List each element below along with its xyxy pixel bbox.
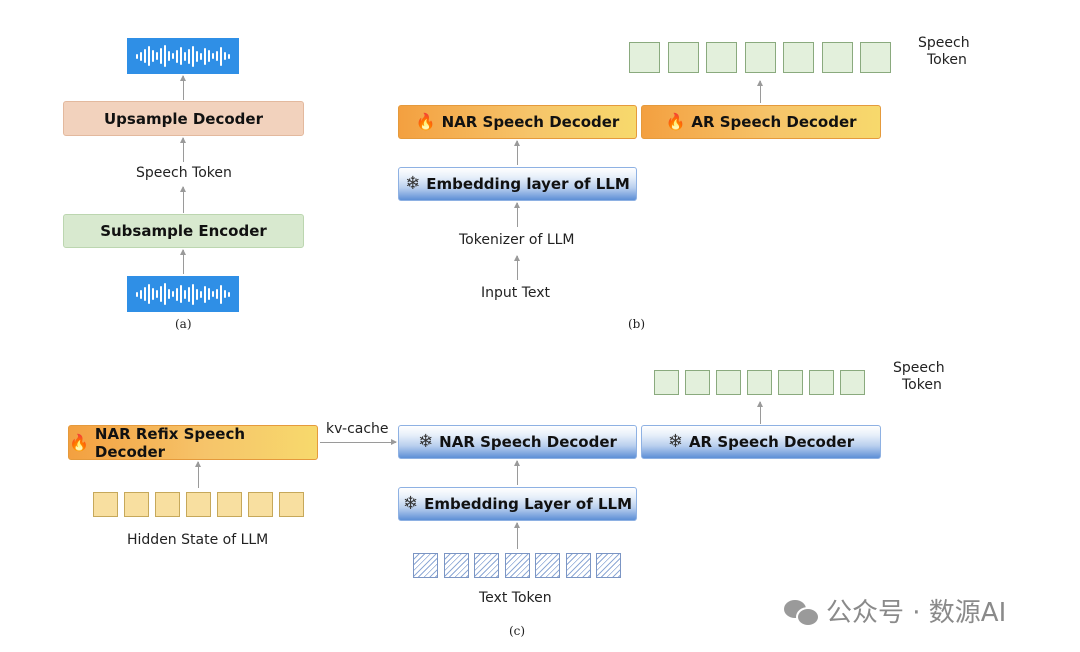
speech-token-label-b-line1: Speech xyxy=(918,35,970,51)
wechat-icon xyxy=(784,598,820,627)
subsample-encoder-label: Subsample Encoder xyxy=(100,222,267,240)
caption-a: (a) xyxy=(175,317,192,331)
hidden-state-cell xyxy=(186,492,211,517)
snowflake-icon: ❄ xyxy=(402,493,419,514)
speech-token-cell xyxy=(716,370,741,395)
hidden-state-cell xyxy=(124,492,149,517)
embedding-layer-label-c: Embedding Layer of LLM xyxy=(424,495,633,513)
embedding-layer-block-c: ❄ Embedding Layer of LLM xyxy=(398,487,637,521)
arrow-c-embedding-to-nar xyxy=(514,460,520,485)
arrow-c-hidden-to-refix xyxy=(195,461,201,488)
arrow-c-kv-cache xyxy=(320,439,397,445)
nar-refix-decoder-block: 🔥 NAR Refix Speech Decoder xyxy=(68,424,318,461)
embedding-layer-label-b: Embedding layer of LLM xyxy=(426,175,630,193)
arrow-a-wave-to-encoder xyxy=(180,249,186,274)
speech-token-cell xyxy=(706,42,737,73)
nar-speech-decoder-label-c: NAR Speech Decoder xyxy=(439,433,617,451)
text-token-cell xyxy=(535,553,560,578)
text-token-cell xyxy=(565,553,591,578)
nar-speech-decoder-block-b: 🔥 NAR Speech Decoder xyxy=(398,105,637,139)
speech-token-label-a: Speech Token xyxy=(136,165,232,181)
speech-token-label-b-line2: Token xyxy=(927,52,967,68)
nar-speech-decoder-label-b: NAR Speech Decoder xyxy=(441,113,620,131)
kv-cache-label: kv-cache xyxy=(326,421,389,437)
hidden-state-cell xyxy=(248,492,273,517)
ar-speech-decoder-block-c: ❄ AR Speech Decoder xyxy=(641,425,881,459)
hidden-state-cell xyxy=(217,492,242,517)
text-token-cell xyxy=(596,553,621,578)
speech-token-label-c-line2: Token xyxy=(902,377,942,393)
text-token-cell xyxy=(504,553,530,578)
waveform-icon-bottom xyxy=(127,276,239,312)
ar-speech-decoder-label-c: AR Speech Decoder xyxy=(688,433,855,451)
arrow-b-tokenizer-to-embedding xyxy=(514,202,520,227)
subsample-encoder-block: Subsample Encoder xyxy=(63,214,304,248)
hidden-state-cell xyxy=(279,492,304,517)
watermark-text: 公众号 · 数源AI xyxy=(826,598,1007,628)
speech-token-cell xyxy=(654,370,679,395)
text-token-cell xyxy=(413,553,438,578)
text-token-cell xyxy=(474,553,499,578)
hidden-state-cell xyxy=(155,492,180,517)
tokenizer-label-b: Tokenizer of LLM xyxy=(459,232,575,248)
hidden-state-label: Hidden State of LLM xyxy=(127,532,269,548)
nar-refix-decoder-label: NAR Refix Speech Decoder xyxy=(94,424,246,461)
flame-icon: 🔥 xyxy=(415,112,436,131)
speech-token-cell xyxy=(809,370,834,395)
caption-c: (c) xyxy=(509,624,526,638)
speech-token-cell xyxy=(667,42,699,73)
snowflake-icon: ❄ xyxy=(667,431,683,452)
speech-token-label-c-line1: Speech xyxy=(893,360,945,376)
arrow-b-ar-to-tokens xyxy=(757,80,763,103)
nar-speech-decoder-block-c: ❄ NAR Speech Decoder xyxy=(398,425,637,459)
text-token-cell xyxy=(443,553,469,578)
speech-token-cell xyxy=(860,42,891,73)
snowflake-icon: ❄ xyxy=(405,173,421,194)
embedding-layer-block-b: ❄ Embedding layer of LLM xyxy=(398,167,637,201)
input-text-label-b: Input Text xyxy=(481,285,551,301)
snowflake-icon: ❄ xyxy=(418,431,434,452)
speech-token-cell xyxy=(783,42,814,73)
ar-speech-decoder-label-b: AR Speech Decoder xyxy=(691,113,857,131)
watermark: 公众号 · 数源AI xyxy=(784,592,1006,629)
upsample-decoder-block: Upsample Decoder xyxy=(63,101,304,136)
flame-icon: 🔥 xyxy=(665,112,686,131)
arrow-a-upsample-to-wave xyxy=(180,75,186,100)
arrow-c-text-to-embedding xyxy=(514,522,520,549)
upsample-decoder-label: Upsample Decoder xyxy=(103,109,263,128)
hidden-state-cell xyxy=(93,492,118,517)
speech-token-cell xyxy=(840,370,865,395)
ar-speech-decoder-block-b: 🔥 AR Speech Decoder xyxy=(641,105,881,139)
waveform-icon-top xyxy=(127,38,239,74)
arrow-a-encoder-to-token xyxy=(180,186,186,213)
caption-b: (b) xyxy=(628,317,646,331)
speech-token-cell xyxy=(744,42,776,73)
arrow-c-ar-to-tokens xyxy=(757,401,763,424)
speech-token-cell xyxy=(685,370,710,395)
arrow-a-token-to-upsample xyxy=(180,137,186,162)
flame-icon: 🔥 xyxy=(69,432,89,452)
text-token-label: Text Token xyxy=(479,590,552,606)
arrow-b-input-to-tokenizer xyxy=(514,255,520,280)
arrow-b-embedding-to-nar xyxy=(514,140,520,165)
speech-token-cell xyxy=(747,370,772,395)
speech-token-cell xyxy=(821,42,853,73)
speech-token-cell xyxy=(629,42,660,73)
speech-token-cell xyxy=(778,370,803,395)
